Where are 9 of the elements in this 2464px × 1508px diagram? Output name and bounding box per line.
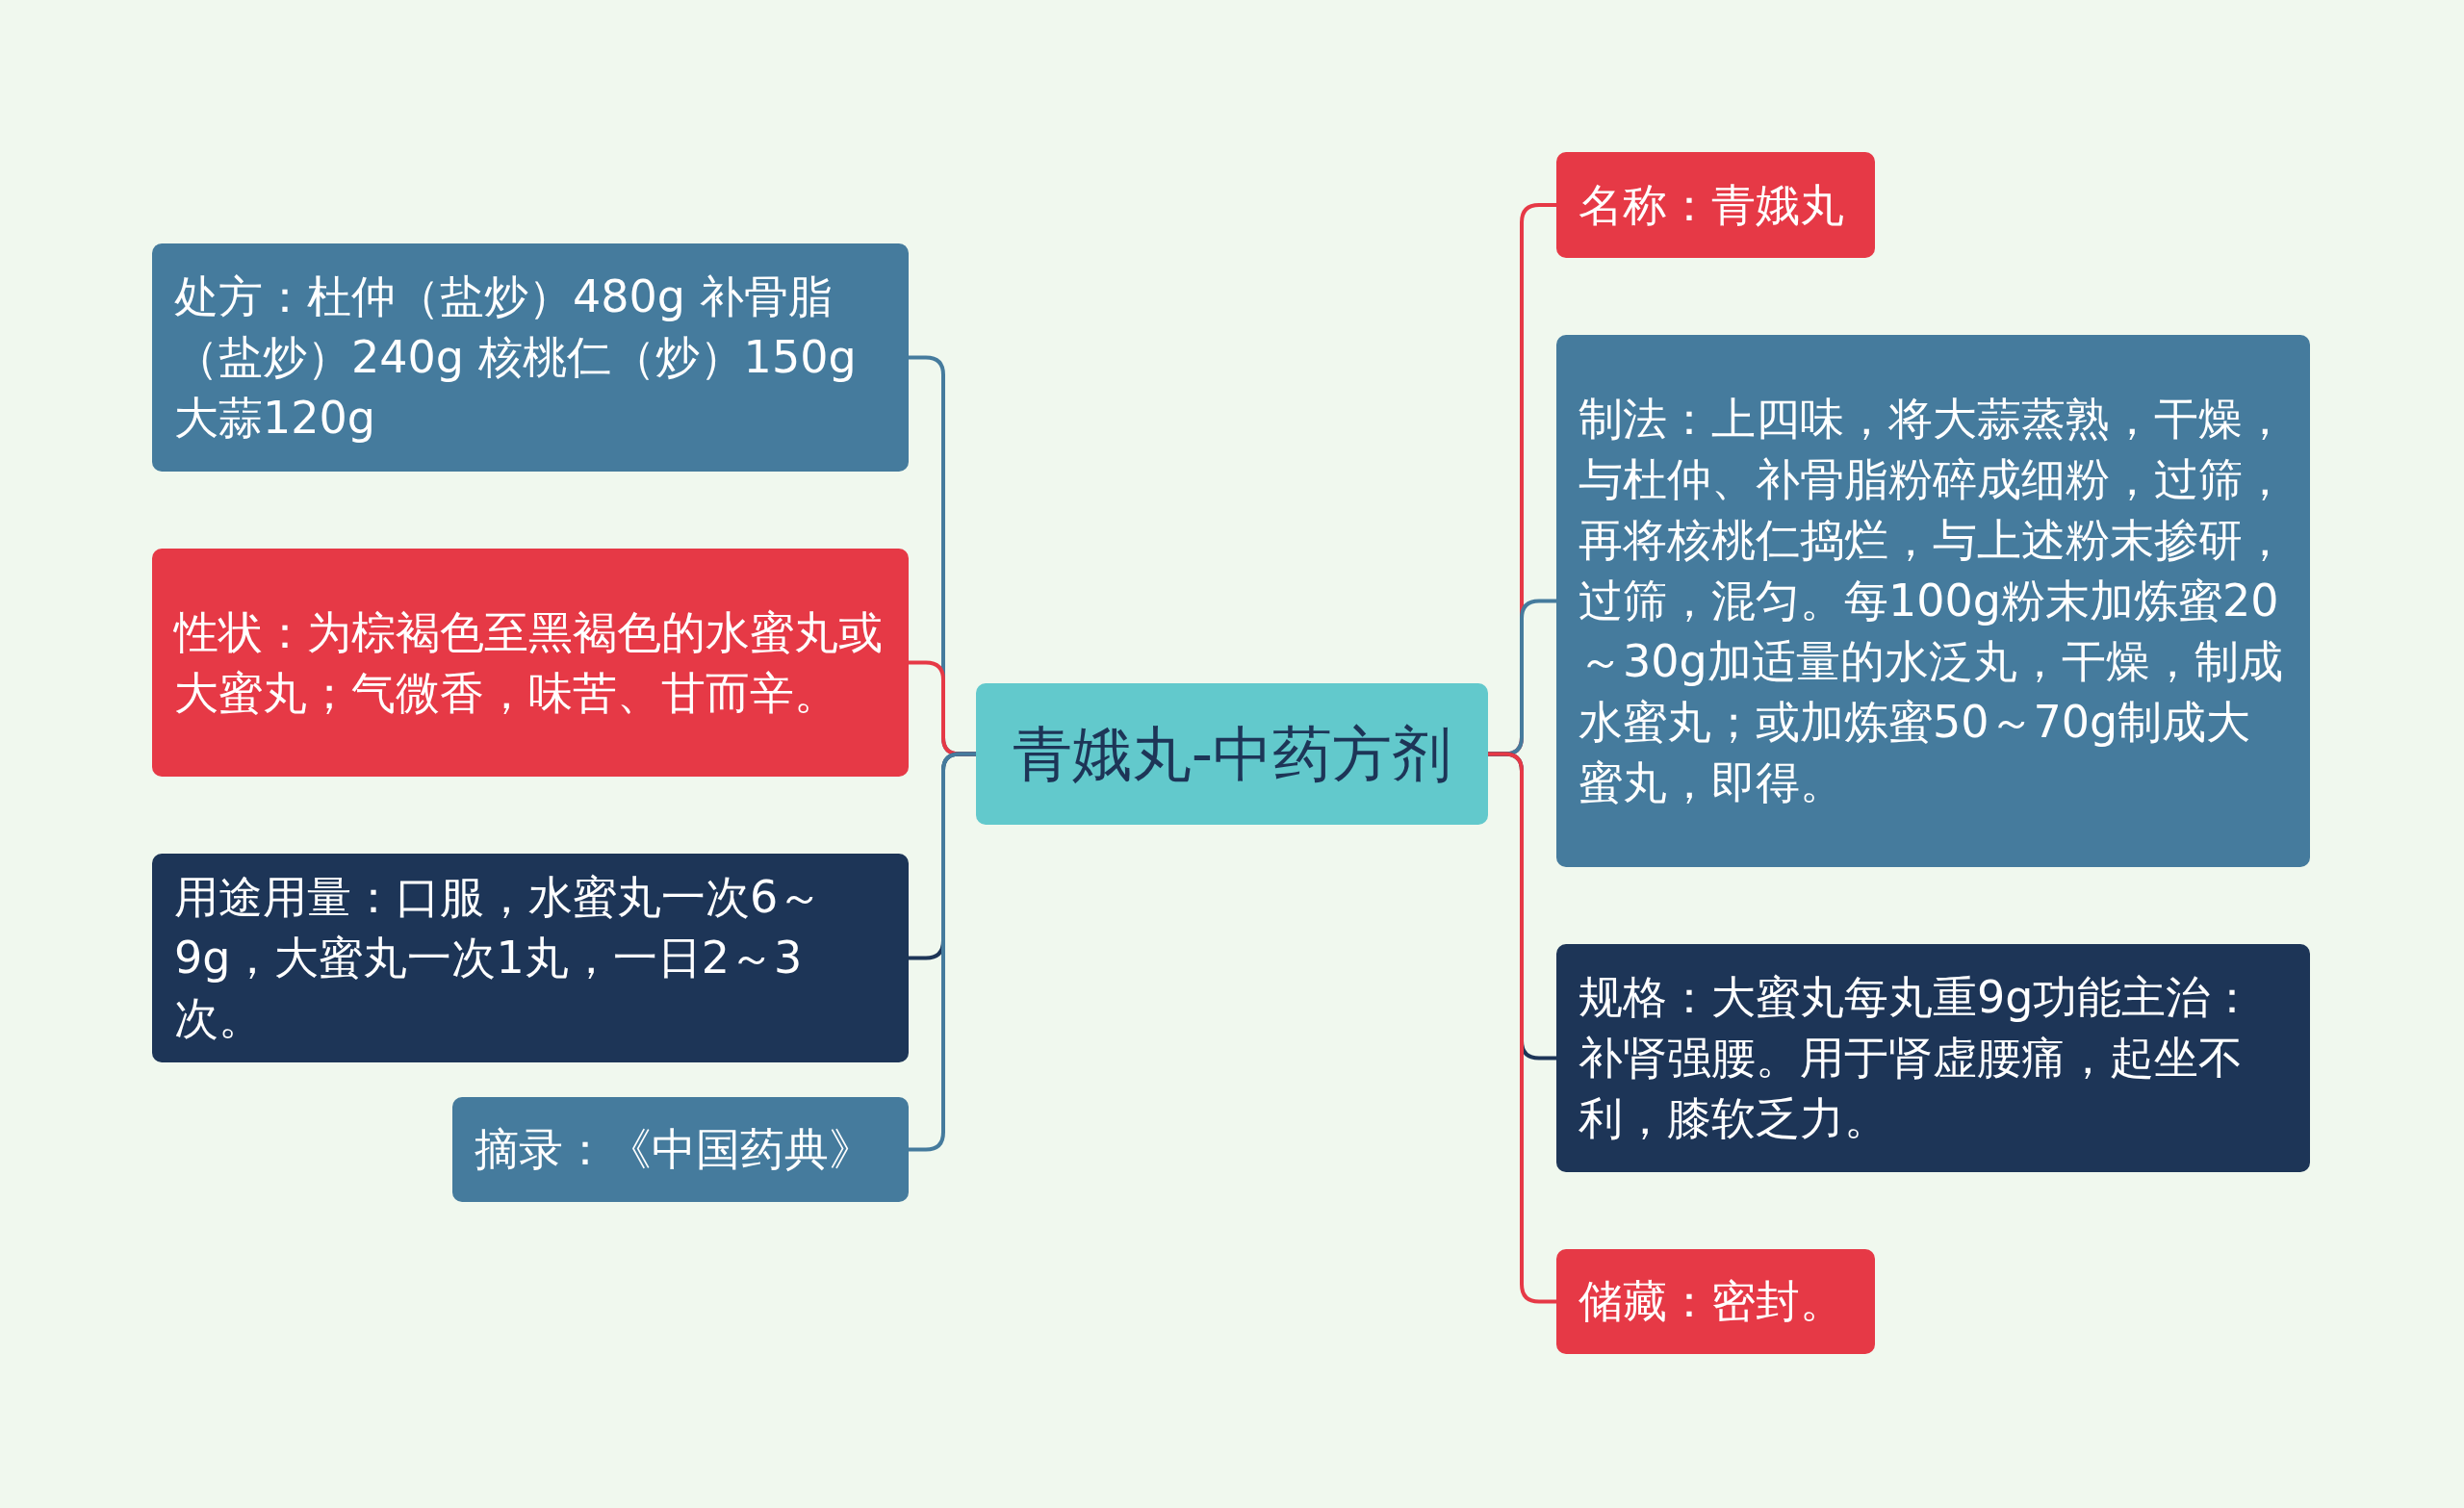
branch-box: 处方：杜仲（盐炒）480g 补骨脂（盐炒）240g 核桃仁（炒）150g 大蒜120g xyxy=(152,243,909,472)
branch-box: 储藏：密封。 xyxy=(1556,1249,1875,1354)
branch-box: 制法：上四味，将大蒜蒸熟，干燥，与杜仲、补骨脂粉碎成细粉，过筛，再将核桃仁捣烂，与上述粉末掺研，过筛，混匀。每100g粉末加炼蜜20～30g加适量的水泛丸，干燥，制成水蜜丸；或加炼蜜50～70g制成大蜜丸，即得。 xyxy=(1556,335,2310,867)
branch-box: 用途用量：口服，水蜜丸一次6～9g，大蜜丸一次1丸，一日2～3次。 xyxy=(152,854,909,1062)
topic-box: 青娥丸-中药方剂 xyxy=(976,683,1488,825)
branch-box: 摘录：《中国药典》 xyxy=(452,1097,909,1202)
branch-box: 规格：大蜜丸每丸重9g功能主治：补肾强腰。用于肾虚腰痛，起坐不利，膝软乏力。 xyxy=(1556,944,2310,1172)
branch-box: 性状：为棕褐色至黑褐色的水蜜丸或大蜜丸；气微香，味苦、甘而辛。 xyxy=(152,549,909,777)
branch-box: 名称：青娥丸 xyxy=(1556,152,1875,258)
